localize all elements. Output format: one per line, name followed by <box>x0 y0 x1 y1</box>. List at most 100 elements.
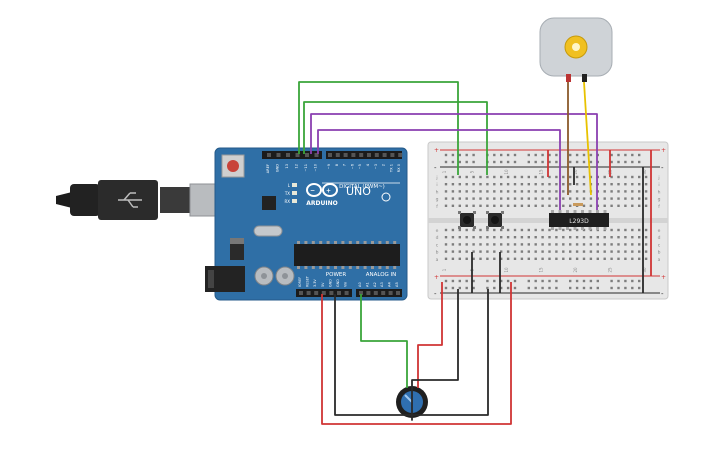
rail-hole[interactable] <box>513 153 517 157</box>
breadboard-hole[interactable] <box>513 257 517 260</box>
breadboard-hole[interactable] <box>506 257 510 260</box>
breadboard-hole[interactable] <box>513 190 517 193</box>
rail-hole[interactable] <box>582 286 586 290</box>
rail-hole[interactable] <box>638 279 641 283</box>
breadboard-hole[interactable] <box>527 236 530 239</box>
breadboard-hole[interactable] <box>562 243 565 246</box>
breadboard-hole[interactable] <box>644 228 648 232</box>
breadboard-hole[interactable] <box>527 243 530 246</box>
breadboard-hole[interactable] <box>624 243 627 246</box>
breadboard-hole[interactable] <box>617 257 620 260</box>
breadboard-hole[interactable] <box>638 236 641 239</box>
breadboard-hole[interactable] <box>589 257 593 260</box>
breadboard-hole[interactable] <box>486 236 489 239</box>
breadboard-hole[interactable] <box>534 183 537 186</box>
breadboard-hole[interactable] <box>582 197 586 200</box>
breadboard-hole[interactable] <box>575 236 579 239</box>
breadboard-hole[interactable] <box>603 175 606 179</box>
breadboard-hole[interactable] <box>603 204 606 207</box>
breadboard-hole[interactable] <box>596 236 599 239</box>
breadboard-hole[interactable] <box>513 236 517 239</box>
breadboard-hole[interactable] <box>465 250 468 253</box>
wire-black-pot-gnd[interactable] <box>411 289 459 421</box>
breadboard-hole[interactable] <box>479 175 482 179</box>
breadboard-hole[interactable] <box>500 236 503 239</box>
breadboard-hole[interactable] <box>610 250 613 253</box>
breadboard-hole[interactable] <box>479 190 482 193</box>
rail-hole[interactable] <box>534 160 537 164</box>
breadboard-hole[interactable] <box>548 175 551 179</box>
breadboard-hole[interactable] <box>534 197 537 200</box>
rail-hole[interactable] <box>444 153 448 157</box>
breadboard-hole[interactable] <box>575 175 579 179</box>
header-pin[interactable] <box>314 291 319 295</box>
reset-button[interactable] <box>227 160 239 172</box>
breadboard-hole[interactable] <box>527 250 530 253</box>
breadboard-hole[interactable] <box>541 183 544 186</box>
breadboard-hole[interactable] <box>562 228 565 232</box>
breadboard-hole[interactable] <box>451 197 455 200</box>
breadboard-hole[interactable] <box>589 236 593 239</box>
breadboard-hole[interactable] <box>610 190 613 193</box>
rail-hole[interactable] <box>534 279 537 283</box>
breadboard-hole[interactable] <box>638 250 641 253</box>
breadboard-hole[interactable] <box>541 236 544 239</box>
breadboard-hole[interactable] <box>472 183 475 186</box>
header-pin[interactable] <box>359 153 364 157</box>
rail-hole[interactable] <box>541 279 544 283</box>
header-pin[interactable] <box>344 291 349 295</box>
breadboard-hole[interactable] <box>451 243 455 246</box>
breadboard-hole[interactable] <box>548 228 551 232</box>
rail-hole[interactable] <box>569 279 572 283</box>
wire-red-pot-5v[interactable] <box>417 282 443 388</box>
rail-hole[interactable] <box>548 160 551 164</box>
breadboard-hole[interactable] <box>506 190 510 193</box>
header-pin[interactable] <box>359 291 363 295</box>
breadboard-hole[interactable] <box>575 197 579 200</box>
breadboard-hole[interactable] <box>451 250 455 253</box>
breadboard-hole[interactable] <box>458 250 461 253</box>
header-pin[interactable] <box>267 153 271 157</box>
breadboard-hole[interactable] <box>548 204 551 207</box>
rail-hole[interactable] <box>444 160 448 164</box>
breadboard-hole[interactable] <box>603 243 606 246</box>
breadboard-hole[interactable] <box>610 228 613 232</box>
breadboard-hole[interactable] <box>493 175 496 179</box>
wire-green-pin13-button[interactable] <box>298 81 459 175</box>
breadboard-hole[interactable] <box>617 204 620 207</box>
rail-hole[interactable] <box>617 279 620 283</box>
rail-hole[interactable] <box>589 153 593 157</box>
breadboard-hole[interactable] <box>520 257 524 260</box>
breadboard-hole[interactable] <box>638 243 641 246</box>
breadboard-hole[interactable] <box>500 257 503 260</box>
breadboard-hole[interactable] <box>610 204 613 207</box>
breadboard-hole[interactable] <box>631 236 634 239</box>
breadboard-hole[interactable] <box>548 243 551 246</box>
breadboard-hole[interactable] <box>527 190 530 193</box>
breadboard-hole[interactable] <box>527 183 530 186</box>
breadboard-hole[interactable] <box>513 243 517 246</box>
rail-hole[interactable] <box>534 153 537 157</box>
breadboard-hole[interactable] <box>575 250 579 253</box>
breadboard-hole[interactable] <box>631 204 634 207</box>
breadboard-hole[interactable] <box>631 175 634 179</box>
breadboard-hole[interactable] <box>548 257 551 260</box>
breadboard-hole[interactable] <box>500 197 503 200</box>
breadboard-hole[interactable] <box>527 175 530 179</box>
breadboard-hole[interactable] <box>548 197 551 200</box>
header-pin[interactable] <box>306 291 311 295</box>
breadboard-hole[interactable] <box>582 183 586 186</box>
rail-hole[interactable] <box>451 279 455 283</box>
breadboard-hole[interactable] <box>548 236 551 239</box>
rail-hole[interactable] <box>610 160 613 164</box>
breadboard-hole[interactable] <box>465 228 468 232</box>
header-pin[interactable] <box>295 153 300 157</box>
rail-hole[interactable] <box>589 279 593 283</box>
breadboard-hole[interactable] <box>555 183 558 186</box>
breadboard-hole[interactable] <box>555 228 558 232</box>
breadboard-hole[interactable] <box>610 236 613 239</box>
rail-hole[interactable] <box>465 286 468 290</box>
breadboard-hole[interactable] <box>451 228 455 232</box>
breadboard-hole[interactable] <box>644 204 648 207</box>
breadboard-hole[interactable] <box>472 228 475 232</box>
